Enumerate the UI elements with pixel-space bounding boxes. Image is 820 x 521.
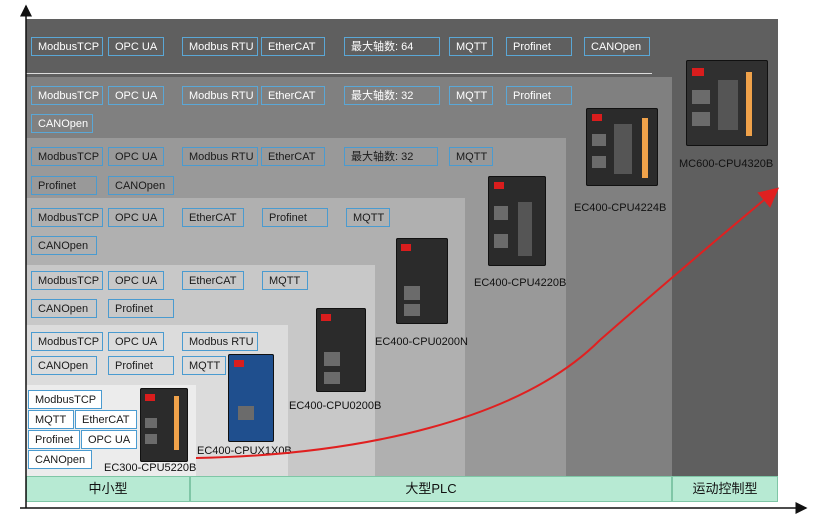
tag-max-axes: 最大轴数: 32: [344, 86, 440, 105]
product-label-mc600-cpu4320b: MC600-CPU4320B: [679, 158, 774, 170]
tag-modbustcp: ModbusTCP: [31, 208, 103, 227]
tag-canopen: CANOpen: [31, 356, 97, 375]
device-ec400-cpu0200n: [396, 238, 448, 324]
tag-max-axes: 最大轴数: 64: [344, 37, 440, 56]
product-label-ec400-cpu0200n: EC400-CPU0200N: [375, 336, 468, 348]
tag-ethercat: EtherCAT: [261, 147, 325, 166]
tag-profinet: Profinet: [262, 208, 328, 227]
tag-ethercat: EtherCAT: [261, 86, 325, 105]
device-mc600-cpu4320b: [686, 60, 768, 146]
tag-modbus-rtu: Modbus RTU: [182, 332, 258, 351]
tag-canopen: CANOpen: [28, 450, 92, 469]
tag-modbus-rtu: Modbus RTU: [182, 147, 258, 166]
tag-canopen: CANOpen: [584, 37, 650, 56]
tag-modbustcp: ModbusTCP: [31, 147, 103, 166]
tag-modbus-rtu: Modbus RTU: [182, 37, 258, 56]
band-small-medium: 中小型: [26, 476, 190, 502]
tag-modbustcp: ModbusTCP: [31, 86, 103, 105]
trend-arrow: [195, 187, 780, 459]
tag-canopen: CANOpen: [31, 114, 93, 133]
tag-profinet: Profinet: [108, 356, 174, 375]
product-label-ec400-cpu4220b: EC400-CPU4220B: [474, 277, 567, 289]
tag-modbustcp: ModbusTCP: [31, 271, 103, 290]
tag-ethercat: EtherCAT: [261, 37, 325, 56]
band-large-plc: 大型PLC: [190, 476, 672, 502]
tag-ethercat: EtherCAT: [182, 271, 244, 290]
tag-profinet: Profinet: [506, 86, 572, 105]
tag-profinet: Profinet: [108, 299, 174, 318]
tag-mqtt: MQTT: [346, 208, 390, 227]
tag-ethercat: EtherCAT: [75, 410, 137, 429]
tier1-divider: [26, 73, 652, 74]
tag-profinet: Profinet: [28, 430, 80, 449]
tag-max-axes: 最大轴数: 32: [344, 147, 438, 166]
tag-modbus-rtu: Modbus RTU: [182, 86, 258, 105]
device-ec400-cpu4220b: [488, 176, 546, 266]
tag-profinet: Profinet: [506, 37, 572, 56]
tag-mqtt: MQTT: [449, 37, 493, 56]
tag-modbustcp: ModbusTCP: [31, 37, 103, 56]
tag-mqtt: MQTT: [449, 86, 493, 105]
tag-mqtt: MQTT: [182, 356, 226, 375]
tag-opc-ua: OPC UA: [81, 430, 137, 449]
tag-mqtt: MQTT: [449, 147, 493, 166]
product-label-ec300-cpu5220b: EC300-CPU5220B: [104, 462, 197, 474]
product-label-ec400-cpu4224b: EC400-CPU4224B: [574, 202, 667, 214]
tag-ethercat: EtherCAT: [182, 208, 244, 227]
tag-canopen: CANOpen: [31, 299, 97, 318]
tag-opc-ua: OPC UA: [108, 147, 164, 166]
tag-canopen: CANOpen: [31, 236, 97, 255]
tag-canopen: CANOpen: [108, 176, 174, 195]
tag-opc-ua: OPC UA: [108, 208, 164, 227]
tag-opc-ua: OPC UA: [108, 37, 164, 56]
tag-profinet: Profinet: [31, 176, 97, 195]
tag-opc-ua: OPC UA: [108, 86, 164, 105]
device-ec400-cpu4224b: [586, 108, 658, 186]
device-ec400-cpu0200b: [316, 308, 366, 392]
tag-mqtt: MQTT: [262, 271, 308, 290]
tag-modbustcp: ModbusTCP: [31, 332, 103, 351]
tag-opc-ua: OPC UA: [108, 332, 164, 351]
device-ec400-cpux1x0b: [228, 354, 274, 442]
band-motion-control: 运动控制型: [672, 476, 778, 502]
device-ec300-cpu5220b: [140, 388, 188, 462]
tag-mqtt: MQTT: [28, 410, 74, 429]
product-label-ec400-cpu0200b: EC400-CPU0200B: [289, 400, 382, 412]
tag-modbustcp: ModbusTCP: [28, 390, 102, 409]
tag-opc-ua: OPC UA: [108, 271, 164, 290]
